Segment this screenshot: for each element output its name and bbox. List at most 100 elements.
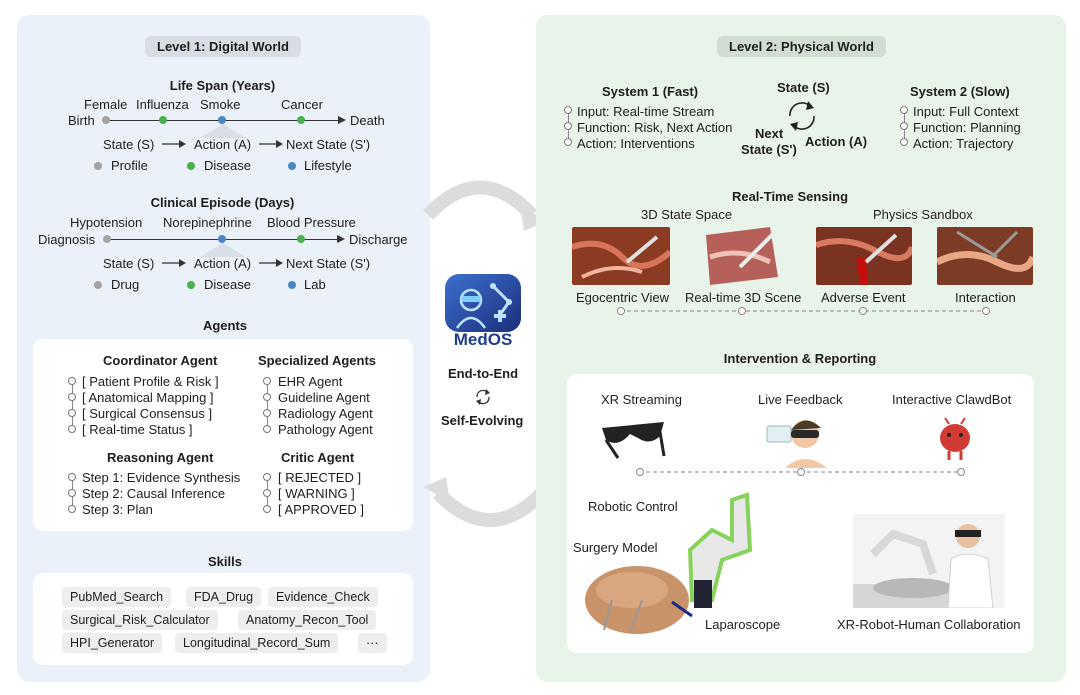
skill-chip: FDA_Drug xyxy=(186,587,262,607)
bullet-icon xyxy=(68,473,76,481)
legend-lifestyle: Lifestyle xyxy=(304,158,352,173)
next-state-label: Next State (S') xyxy=(286,256,371,271)
event-smoke: Smoke xyxy=(200,97,241,112)
specialized-item: EHR Agent xyxy=(278,374,343,389)
bullet-icon xyxy=(68,377,76,385)
bullet-icon xyxy=(900,122,908,130)
bullet-icon xyxy=(564,106,572,114)
legend-profile-dot xyxy=(94,162,102,170)
legend-drug-dot xyxy=(94,281,102,289)
sensing-timeline xyxy=(617,307,990,315)
specialized-agents-title: Specialized Agents xyxy=(258,353,376,368)
state-label: State (S) xyxy=(103,256,155,271)
system1-item: Input: Real-time Stream xyxy=(577,104,715,119)
list-connector xyxy=(72,383,73,428)
egocentric-view-image xyxy=(572,227,670,285)
realtime-3d-scene-image xyxy=(706,227,778,285)
event-norepinephrine: Norepinephrine xyxy=(163,215,252,230)
event-influenza: Influenza xyxy=(136,97,189,112)
bullet-icon xyxy=(564,122,572,130)
clawdbot-icon xyxy=(940,417,970,460)
critic-item: [ REJECTED ] xyxy=(278,470,362,485)
intervention-title: Intervention & Reporting xyxy=(723,351,877,366)
list-connector xyxy=(267,383,268,428)
end-to-end-label: End-to-End xyxy=(448,366,519,381)
bullet-icon xyxy=(68,393,76,401)
specialized-item: Guideline Agent xyxy=(278,390,370,405)
laparoscope-label: Laparoscope xyxy=(705,617,781,632)
reasoning-item: Step 3: Plan xyxy=(82,502,153,517)
state-label: State (S) xyxy=(103,137,155,152)
arrow-right-icon xyxy=(162,140,186,148)
arrow-right-icon xyxy=(259,259,283,267)
event-hypotension: Hypotension xyxy=(70,215,143,230)
bullet-icon xyxy=(263,409,271,417)
skill-chip: PubMed_Search xyxy=(62,587,172,607)
next-state-label: Next State (S') xyxy=(286,137,371,152)
skill-chip: Longitudinal_Record_Sum xyxy=(175,633,339,653)
coordinator-item: [ Surgical Consensus ] xyxy=(82,406,213,421)
legend-disease: Disease xyxy=(204,158,251,173)
lifestyle-dot xyxy=(218,116,226,124)
legend-disease-dot xyxy=(187,162,195,170)
timeline-end-discharge: Discharge xyxy=(349,232,408,247)
xr-streaming-label: XR Streaming xyxy=(601,392,682,407)
system1-title: System 1 (Fast) xyxy=(602,84,699,99)
bullet-icon xyxy=(900,138,908,146)
self-evolving-label: Self-Evolving xyxy=(441,413,524,428)
agents-title: Agents xyxy=(202,318,248,333)
system2-title: System 2 (Slow) xyxy=(910,84,1010,99)
robotic-control-label: Robotic Control xyxy=(588,499,678,514)
cycle-next-2: State (S') xyxy=(741,142,797,157)
clinical-episode-title: Clinical Episode (Days) xyxy=(150,195,295,210)
skill-chip: HPI_Generator xyxy=(62,633,163,653)
legend-drug: Drug xyxy=(111,277,140,292)
sensing-title: Real-Time Sensing xyxy=(731,189,849,204)
skill-chip: Anatomy_Recon_Tool xyxy=(238,610,377,630)
legend-profile: Profile xyxy=(111,158,148,173)
critic-item: [ WARNING ] xyxy=(278,486,355,501)
cycle-next-1: Next xyxy=(755,126,784,141)
arrow-right-icon xyxy=(162,259,186,267)
circular-arrows-icon xyxy=(789,101,815,131)
timeline-end-death: Death xyxy=(350,113,385,128)
specialized-item: Radiology Agent xyxy=(278,406,373,421)
arrowhead-icon xyxy=(337,235,345,243)
doctor-xr-headset-icon xyxy=(766,420,827,468)
system2-item: Input: Full Context xyxy=(913,104,1019,119)
skill-chip: Surgical_Risk_Calculator xyxy=(62,610,218,630)
legend-lab-dot xyxy=(288,281,296,289)
coordinator-agent-title: Coordinator Agent xyxy=(103,353,218,368)
sensing-3d-state-space: 3D State Space xyxy=(641,207,733,222)
critic-item: [ APPROVED ] xyxy=(278,502,364,517)
intervention-timeline xyxy=(636,468,965,476)
xr-robot-human-image xyxy=(853,514,1005,608)
bullet-icon xyxy=(263,425,271,433)
life-span-title: Life Span (Years) xyxy=(169,78,276,93)
level2-title: Level 2: Physical World xyxy=(717,36,886,57)
sensing-physics-sandbox: Physics Sandbox xyxy=(873,207,973,222)
interaction-image xyxy=(937,227,1033,285)
arrow-right-icon xyxy=(259,140,283,148)
cycle-arrows-icon xyxy=(422,180,548,527)
specialized-item: Pathology Agent xyxy=(278,422,373,437)
event-blood-pressure: Blood Pressure xyxy=(267,215,356,230)
bullet-icon xyxy=(263,489,271,497)
disease-dot xyxy=(297,235,305,243)
adverse-event-image xyxy=(816,227,912,285)
interactive-clawdbot-label: Interactive ClawdBot xyxy=(892,392,1012,407)
action-label: Action (A) xyxy=(194,137,252,152)
system2-item: Action: Trajectory xyxy=(913,136,1014,151)
skills-title: Skills xyxy=(208,554,242,569)
collab-label: XR-Robot-Human Collaboration xyxy=(837,617,1021,632)
medos-logo-icon xyxy=(445,274,521,332)
medos-logo-text: MedOS xyxy=(453,330,513,349)
caption-adverse-event: Adverse Event xyxy=(821,290,906,305)
bullet-icon xyxy=(263,473,271,481)
bullet-icon xyxy=(900,106,908,114)
bullet-icon xyxy=(263,393,271,401)
cycle-state: State (S) xyxy=(777,80,830,95)
drug-dot xyxy=(103,235,111,243)
timeline-start-birth: Birth xyxy=(68,113,95,128)
critic-agent-title: Critic Agent xyxy=(281,450,355,465)
